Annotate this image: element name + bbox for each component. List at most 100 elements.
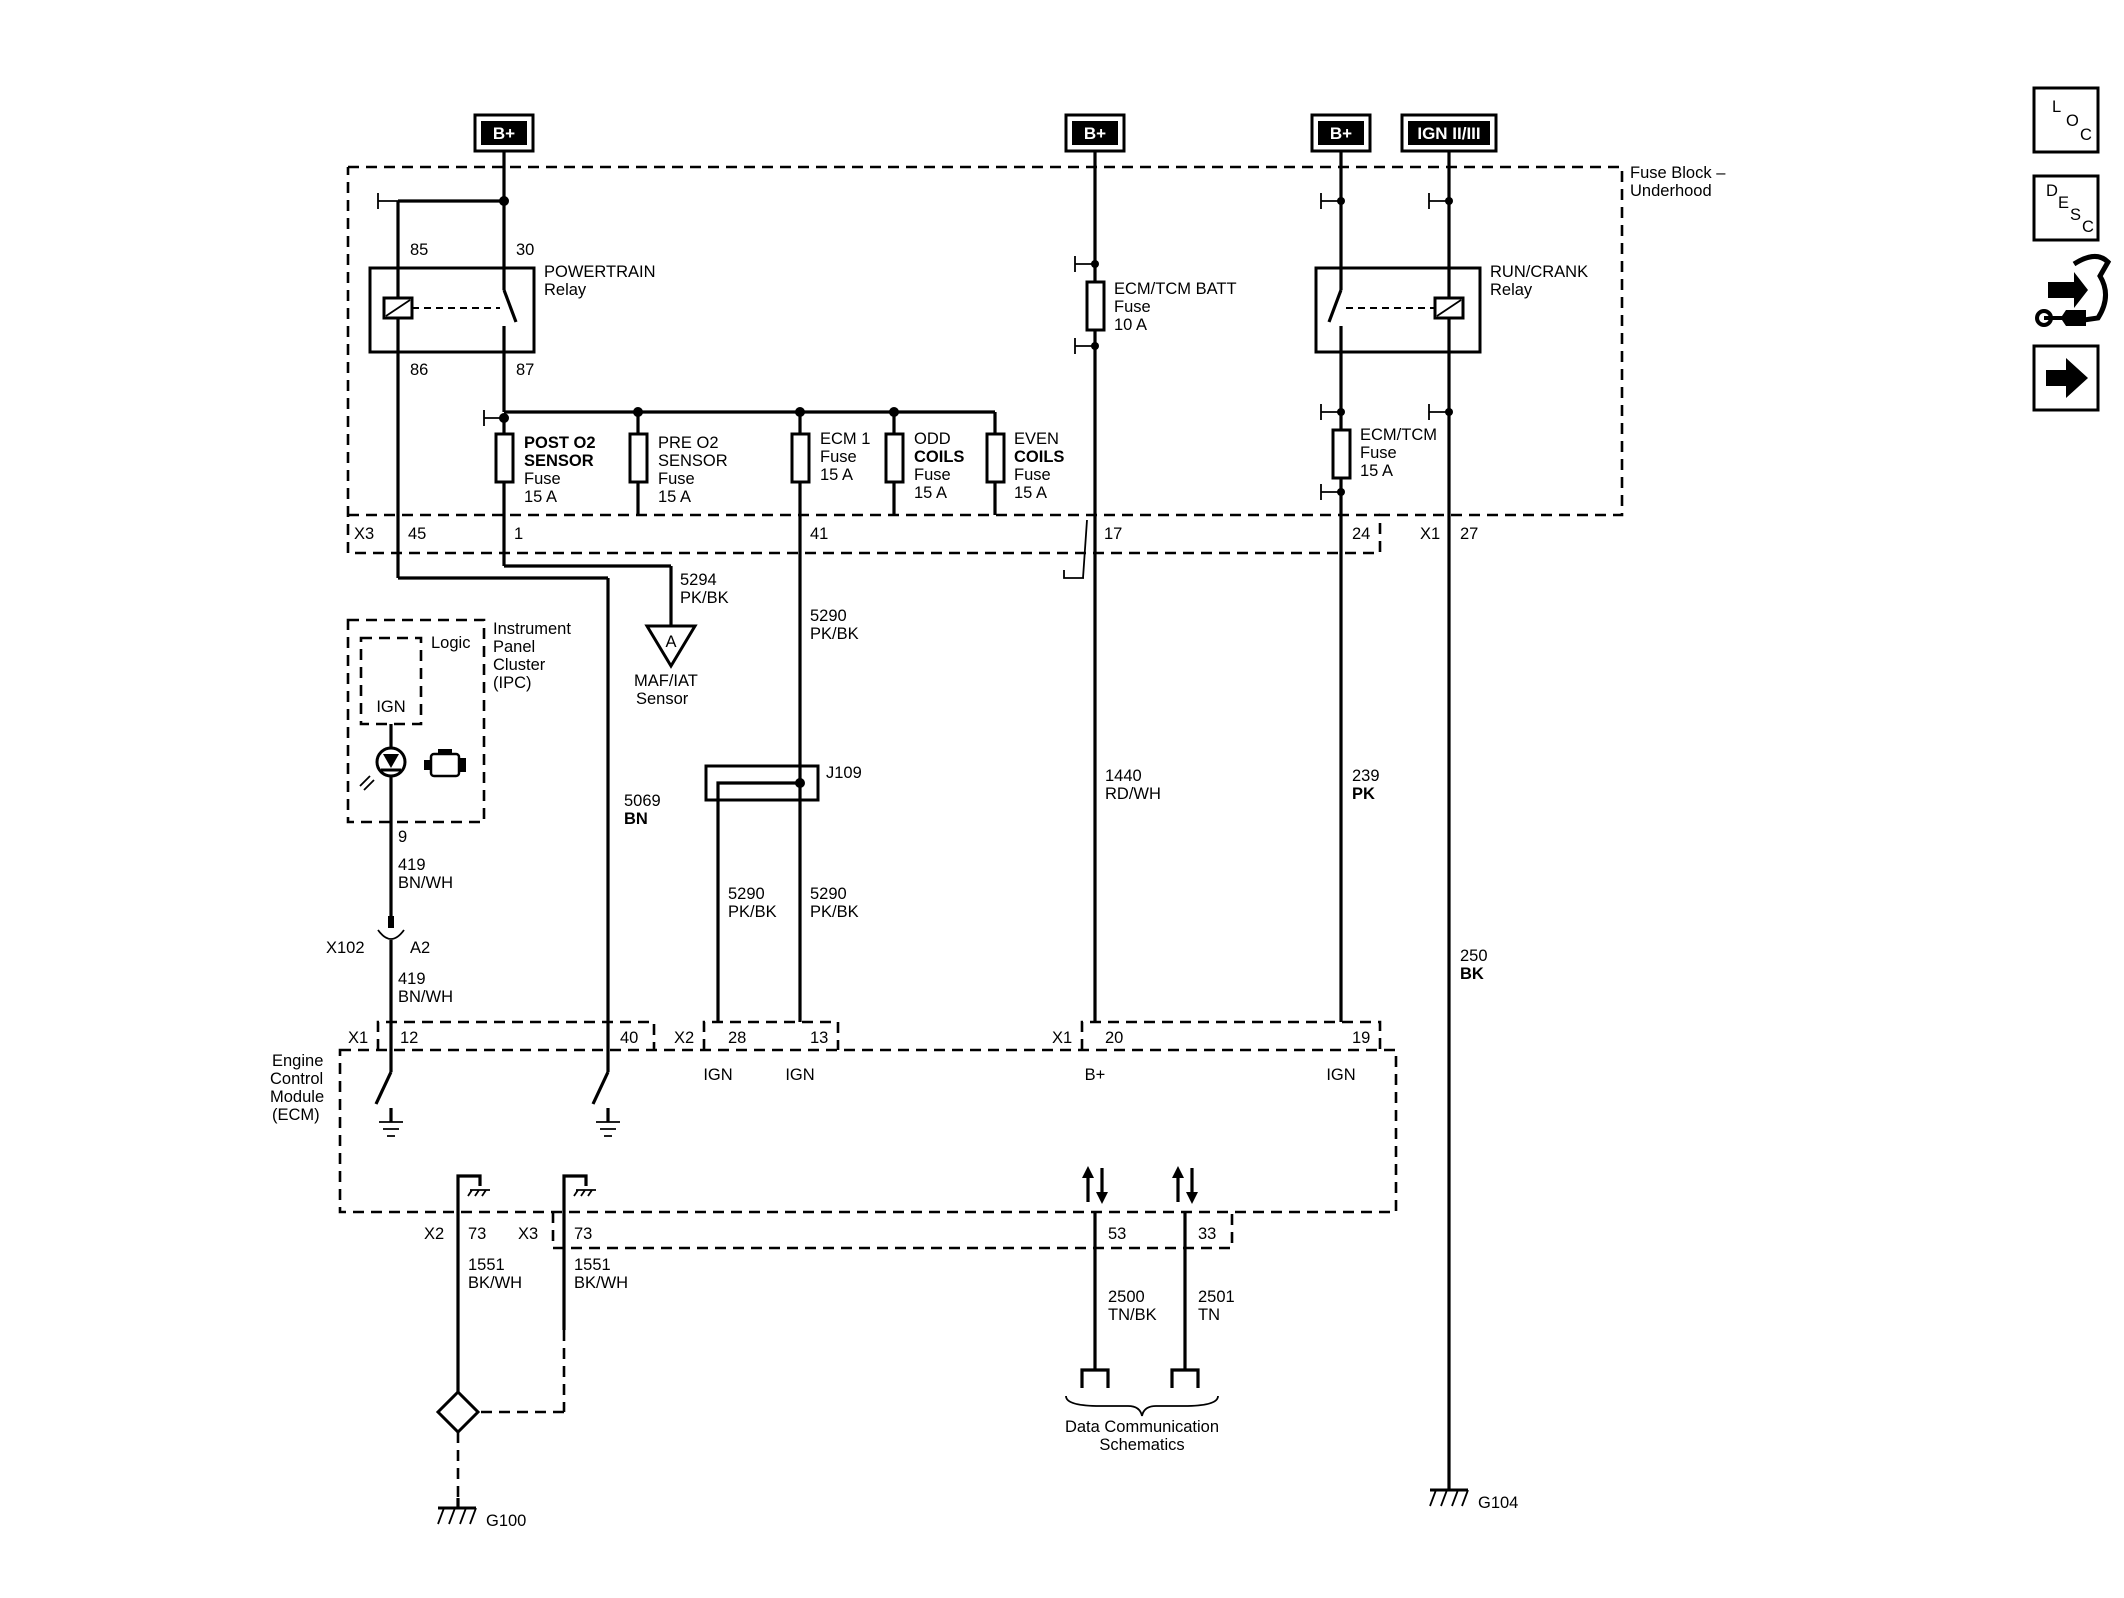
arrow-right-icon — [2046, 358, 2088, 398]
maf-label-1: MAF/IAT — [634, 672, 698, 690]
ground-g100-label: G100 — [486, 1512, 526, 1530]
loc-button[interactable]: L O C — [2032, 86, 2100, 154]
fuse-post-o2-l2: SENSOR — [524, 452, 594, 470]
ground-g104: G104 — [1429, 1488, 1518, 1512]
pin-86: 86 — [410, 361, 428, 379]
wire-2500-num: 2500 — [1108, 1288, 1145, 1306]
loc-letter-o: O — [2066, 112, 2079, 130]
fuse-odd-l2: COILS — [914, 448, 964, 466]
source-ign: IGN II/III — [1400, 113, 1498, 153]
wire-1440-num: 1440 — [1105, 767, 1142, 785]
conn-x102: X102 — [326, 939, 365, 957]
dcs-label-2: Schematics — [1099, 1436, 1184, 1454]
maf-label-2: Sensor — [636, 690, 689, 708]
conn-x2-ecm: X2 — [674, 1029, 694, 1047]
fuse-pre-o2-l1: PRE O2 — [658, 434, 719, 452]
wire-1551b-num: 1551 — [574, 1256, 611, 1274]
conn-pin-13: 13 — [810, 1029, 828, 1047]
wire-5290c-color: PK/BK — [728, 903, 777, 921]
fuse-post-o2-l3: Fuse — [524, 470, 561, 488]
fuse-ecm-tcm-batt: ECM/TCM BATT Fuse 10 A — [1074, 151, 1237, 515]
wire-5294-color: PK/BK — [680, 589, 729, 607]
conn-x2-bot: X2 — [424, 1225, 444, 1243]
dcs-label-1: Data Communication — [1065, 1418, 1219, 1436]
wire-250-num: 250 — [1460, 947, 1488, 965]
wire-419b-color: BN/WH — [398, 988, 453, 1006]
conn-pin-28: 28 — [728, 1029, 746, 1047]
ecm-ign-1: IGN — [703, 1066, 732, 1084]
conn-pin-1: 1 — [514, 525, 523, 543]
run-crank-relay: RUN/CRANK Relay — [1314, 151, 1588, 354]
powertrain-relay: 85 30 86 87 POWERTRAIN Relay — [368, 151, 656, 379]
powertrain-relay-label-1: POWERTRAIN — [544, 263, 656, 281]
engine-control-module: Engine Control Module (ECM) X1 12 40 X2 … — [270, 1020, 1398, 1214]
fuse-ecm-tcm-batt-l3: 10 A — [1114, 316, 1147, 334]
wire-5290a-color: PK/BK — [810, 625, 859, 643]
run-crank-relay-label-1: RUN/CRANK — [1490, 263, 1588, 281]
ecm-bottom-connectors: X2 73 X3 73 53 33 — [424, 1212, 1234, 1250]
wire-419: 419 BN/WH X102 A2 419 BN/WH — [326, 822, 453, 1022]
wire-5069-num: 5069 — [624, 792, 661, 810]
splice-j109-label: J109 — [826, 764, 862, 782]
desc-button[interactable]: D E S C — [2032, 174, 2100, 242]
fuse-ecm-tcm-batt-l2: Fuse — [1114, 298, 1151, 316]
conn-pin-33: 33 — [1198, 1225, 1216, 1243]
conn-pin-17: 17 — [1104, 525, 1122, 543]
next-arrow-button[interactable] — [2032, 344, 2100, 412]
ground-g104-label: G104 — [1478, 1494, 1518, 1512]
fuse-odd-l1: ODD — [914, 430, 951, 448]
pin-85: 85 — [410, 241, 428, 259]
desc-letter-e: E — [2058, 194, 2069, 212]
connector-end-view-button[interactable] — [2035, 254, 2112, 327]
ipc-label-2: Panel — [493, 638, 535, 656]
ipc-label-3: Cluster — [493, 656, 546, 674]
wire-419a-num: 419 — [398, 856, 426, 874]
wire-1551-a: 1551 BK/WH — [456, 1212, 522, 1392]
source-b-plus-1: B+ — [473, 113, 535, 153]
wire-2501-num: 2501 — [1198, 1288, 1235, 1306]
ecm-label-2: Control — [270, 1070, 323, 1088]
ipc-ign-label: IGN — [376, 698, 405, 716]
powertrain-relay-label-2: Relay — [544, 281, 587, 299]
conn-pin-27: 27 — [1460, 525, 1478, 543]
wire-419a-color: BN/WH — [398, 874, 453, 892]
wire-239-num: 239 — [1352, 767, 1380, 785]
fuse-even-l2: COILS — [1014, 448, 1064, 466]
ecm-b-plus: B+ — [1085, 1066, 1106, 1084]
ecm-switch-12 — [374, 1022, 403, 1137]
wire-250: 250 BK — [1447, 553, 1488, 1490]
wire-250-color: BK — [1460, 965, 1484, 983]
data-arrows-33-icon — [1172, 1166, 1198, 1204]
connector-wrench-icon — [2035, 254, 2112, 327]
splice-j109: J109 5290 PK/BK — [704, 764, 862, 1022]
wire-5290c-num: 5290 — [728, 885, 765, 903]
conn-x3-bot: X3 — [518, 1225, 538, 1243]
wire-2501: 2501 TN — [1183, 1212, 1235, 1370]
desc-letter-c: C — [2082, 218, 2094, 236]
fuse-odd-l3: Fuse — [914, 466, 951, 484]
conn-pin-45: 45 — [408, 525, 426, 543]
desc-letter-d: D — [2046, 182, 2058, 200]
conn-pin-19: 19 — [1352, 1029, 1370, 1047]
conn-pin-53: 53 — [1108, 1225, 1126, 1243]
pin-30: 30 — [516, 241, 534, 259]
ipc-label-4: (IPC) — [493, 674, 532, 692]
conn-pin-73b: 73 — [574, 1225, 592, 1243]
loc-letter-c: C — [2080, 126, 2092, 144]
ecm-label-4: (ECM) — [272, 1106, 320, 1124]
engine-icon — [424, 749, 466, 778]
fuse-bus — [483, 352, 997, 434]
wire-1440-color: RD/WH — [1105, 785, 1161, 803]
maf-iat-sensor: A MAF/IAT Sensor — [634, 624, 698, 708]
fuse-even-l1: EVEN — [1014, 430, 1059, 448]
wire-5294: 5294 PK/BK — [502, 515, 729, 626]
fuse-ecm-tcm-batt-l1: ECM/TCM BATT — [1114, 280, 1237, 298]
fuse-even-l3: Fuse — [1014, 466, 1051, 484]
loc-letter-l: L — [2052, 98, 2061, 116]
conn-pin-20: 20 — [1105, 1029, 1123, 1047]
conn-pin-73a: 73 — [468, 1225, 486, 1243]
fuse-pre-o2-l4: 15 A — [658, 488, 691, 506]
instrument-panel-cluster: Logic IGN Instrument Panel Cluster (IPC)… — [346, 618, 571, 846]
ecm-ign-3: IGN — [1326, 1066, 1355, 1084]
